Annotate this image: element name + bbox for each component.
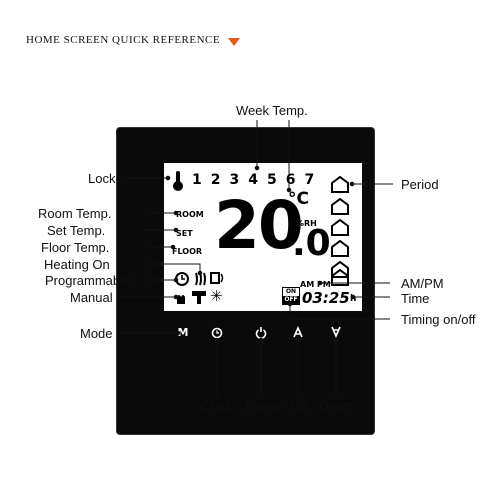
main-temperature: 20 xyxy=(214,187,304,264)
day-1: 1 xyxy=(192,172,211,188)
label-timing-onoff: Timing on/off xyxy=(401,312,476,327)
label-floor-temp: Floor Temp. xyxy=(41,240,110,255)
label-lock: Lock xyxy=(88,171,116,186)
mode-button[interactable]: M xyxy=(177,326,189,339)
page-title: HOME SCREEN QUICK REFERENCE xyxy=(26,34,221,46)
period-house-icon xyxy=(331,175,349,278)
room-indicator: ROOM xyxy=(176,210,204,219)
label-clock: Clock xyxy=(200,398,233,413)
label-up: Up xyxy=(290,398,307,413)
temperature-unit: °C xyxy=(288,189,309,209)
label-mode: Mode xyxy=(80,326,113,341)
day-6: 6 xyxy=(285,172,305,188)
period-house-6-icon xyxy=(331,268,349,286)
power-button[interactable] xyxy=(255,326,267,339)
clock-icon xyxy=(175,272,189,286)
label-period: Period xyxy=(401,177,439,192)
label-am-pm: AM/PM xyxy=(401,276,444,291)
day-5: 5 xyxy=(267,172,286,188)
heating-icon xyxy=(195,272,206,286)
day-4: 4 xyxy=(248,172,267,188)
header-arrow-icon xyxy=(228,38,240,46)
label-programmable: Programmable xyxy=(45,273,131,288)
humidity-indicator: %RH xyxy=(296,219,317,228)
on-text: ON xyxy=(285,288,297,295)
day-2: 2 xyxy=(210,172,230,188)
label-manual: Manual xyxy=(70,290,113,305)
label-time: Time xyxy=(401,291,430,306)
temperature-decimal: .0 xyxy=(292,223,331,264)
set-indicator: SET xyxy=(176,229,193,238)
label-down: Down xyxy=(319,398,353,413)
week-days: 1234567 xyxy=(192,172,323,188)
down-button[interactable] xyxy=(330,326,342,338)
label-heating-on: Heating On xyxy=(44,257,110,272)
valve-icon xyxy=(192,291,206,304)
label-set-temp: Set Temp. xyxy=(47,223,106,238)
off-text: OFF xyxy=(283,296,299,304)
floor-indicator: FLOOR xyxy=(172,247,203,256)
lcd-screen xyxy=(164,163,362,311)
up-button[interactable] xyxy=(292,326,304,338)
day-7: 7 xyxy=(304,172,324,188)
snowflake-icon: ✳ xyxy=(210,287,223,305)
label-week: Week Temp. xyxy=(236,103,308,118)
hour-suffix: h xyxy=(350,294,357,304)
day-3: 3 xyxy=(229,172,249,188)
on-off-indicator: ON OFF xyxy=(282,287,300,305)
label-power: Power xyxy=(245,398,282,413)
manual-hand-icon xyxy=(177,295,185,304)
label-room-temp: Room Temp. xyxy=(38,206,112,221)
time-display: 03:25 xyxy=(302,289,350,307)
clock-button[interactable] xyxy=(211,327,223,339)
am-pm-indicator: AM PM xyxy=(300,280,331,289)
thermometer-lock-icon xyxy=(173,171,183,191)
fan-icon xyxy=(210,272,224,284)
